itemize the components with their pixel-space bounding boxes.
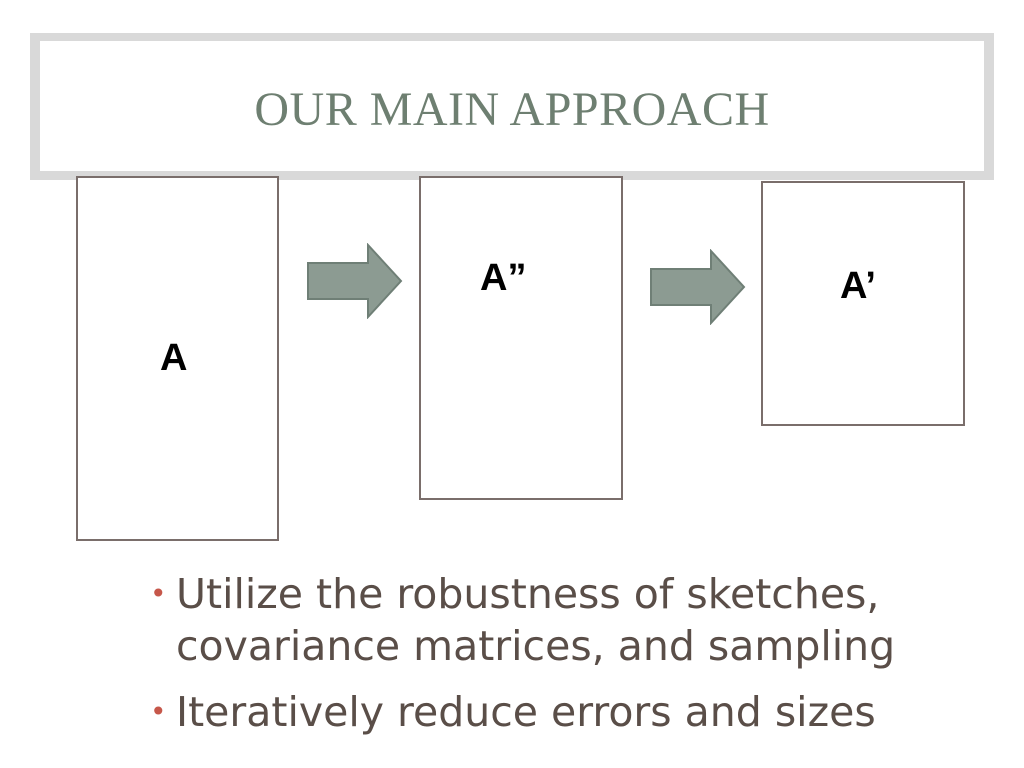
matrix-a-prime-box [761, 181, 965, 426]
matrix-a-box [76, 176, 279, 541]
bullet-list: • Utilize the robustness of sketches, co… [146, 568, 996, 752]
bullet-item: • Iteratively reduce errors and sizes [146, 686, 996, 738]
slide-title: OUR MAIN APPROACH [254, 82, 770, 136]
matrix-a-double-prime-label: A” [480, 257, 527, 299]
bullet-text: Utilize the robustness of sketches, cova… [176, 570, 896, 670]
bullet-text: Iteratively reduce errors and sizes [176, 688, 876, 736]
title-panel: OUR MAIN APPROACH [40, 41, 984, 171]
bullet-marker-icon: • [150, 695, 167, 728]
matrix-a-prime-label: A’ [840, 265, 876, 307]
right-arrow-icon [650, 249, 746, 325]
bullet-item: • Utilize the robustness of sketches, co… [146, 568, 996, 672]
bullet-marker-icon: • [150, 577, 167, 610]
right-arrow-icon [307, 243, 403, 319]
matrix-a-label: A [160, 337, 188, 379]
title-frame: OUR MAIN APPROACH [30, 33, 994, 180]
matrix-a-double-prime-box [419, 176, 623, 500]
